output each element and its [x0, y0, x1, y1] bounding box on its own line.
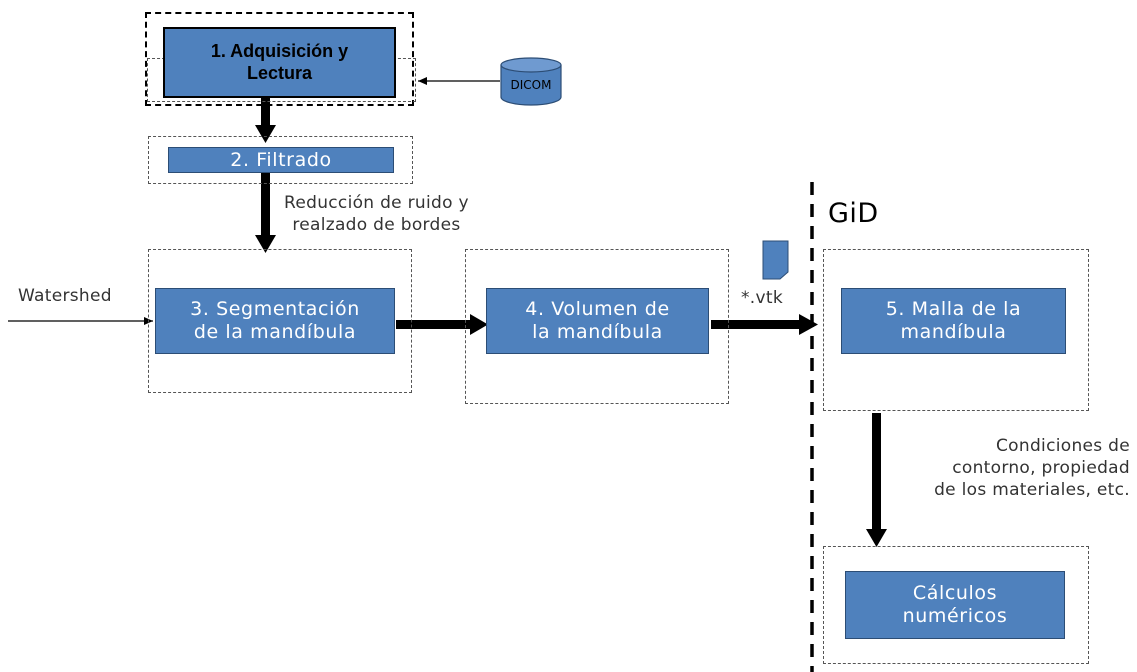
arrow-1-2: [255, 97, 276, 143]
step1-acquisition-box: 1. Adquisición y Lectura: [163, 27, 396, 98]
step3-frame: [148, 249, 412, 393]
step4-volume-box: 4. Volumen de la mandíbula: [486, 288, 709, 354]
step5-mesh-box: 5. Malla de la mandíbula: [841, 288, 1066, 354]
arrow-2-3: [255, 173, 276, 253]
gid-label: GiD: [828, 198, 879, 229]
step3-segmentation-box: 3. Segmentación de la mandíbula: [155, 288, 395, 354]
dicom-cylinder-shape: [500, 57, 562, 106]
step5-frame: [823, 249, 1089, 411]
conditions-note: Condiciones de contorno, propiedad de lo…: [934, 436, 1130, 501]
dicom-label: DICOM: [510, 78, 552, 92]
vtk-label: *.vtk: [741, 288, 783, 308]
step1-frame-outer: [145, 12, 414, 106]
arrow-5-6: [866, 413, 887, 547]
step6-frame: [823, 546, 1089, 664]
step2-frame: [148, 136, 413, 184]
step6-calculations-box: Cálculos numéricos: [845, 571, 1065, 639]
arrow-4-5: [711, 314, 818, 335]
database-cylinder-icon: DICOM: [500, 57, 562, 107]
arrow-3-4: [396, 314, 488, 335]
step4-frame: [465, 249, 729, 404]
step2-filter-box: 2. Filtrado: [168, 147, 394, 173]
watershed-label: Watershed: [18, 286, 112, 306]
file-icon: [762, 240, 789, 280]
filter-note: Reducción de ruido y realzado de bordes: [284, 193, 469, 236]
